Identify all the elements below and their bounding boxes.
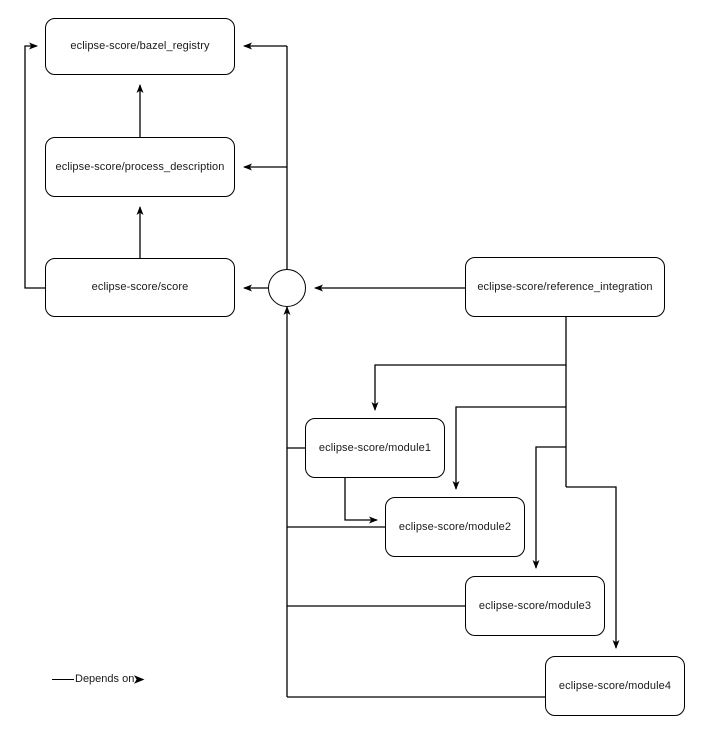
node-label: eclipse-score/module3 [478, 599, 592, 612]
node-process-description[interactable]: eclipse-score/process_description [45, 137, 235, 197]
node-module2[interactable]: eclipse-score/module2 [385, 497, 525, 557]
node-module4[interactable]: eclipse-score/module4 [545, 656, 685, 716]
node-module3[interactable]: eclipse-score/module3 [465, 576, 605, 636]
node-label: eclipse-score/bazel_registry [70, 40, 210, 52]
edge-reference-integration-to-module1 [371, 364, 566, 411]
legend-label: Depends on [75, 673, 135, 685]
edge-reference-integration-to-module2 [452, 406, 566, 490]
node-module1[interactable]: eclipse-score/module1 [305, 418, 445, 478]
legend: Depends on [52, 673, 145, 686]
node-label: eclipse-score/process_description [55, 160, 225, 173]
node-label: eclipse-score/score [91, 281, 189, 293]
legend-line [52, 679, 74, 680]
merge-junction-node[interactable] [268, 269, 306, 307]
node-label: eclipse-score/reference_integration [477, 280, 653, 293]
node-bazel-registry[interactable]: eclipse-score/bazel_registry [45, 18, 235, 75]
node-reference-integration[interactable]: eclipse-score/reference_integration [465, 257, 665, 317]
node-label: eclipse-score/module2 [398, 520, 512, 533]
arrow-right-icon [134, 675, 145, 684]
edge-score-to-bazel-registry [24, 42, 45, 289]
edge-reference-integration-to-module3 [532, 446, 566, 569]
edge-module1-to-module2 [344, 478, 378, 524]
node-label: eclipse-score/module4 [558, 679, 672, 692]
node-label: eclipse-score/module1 [318, 441, 432, 454]
node-score[interactable]: eclipse-score/score [45, 258, 235, 317]
